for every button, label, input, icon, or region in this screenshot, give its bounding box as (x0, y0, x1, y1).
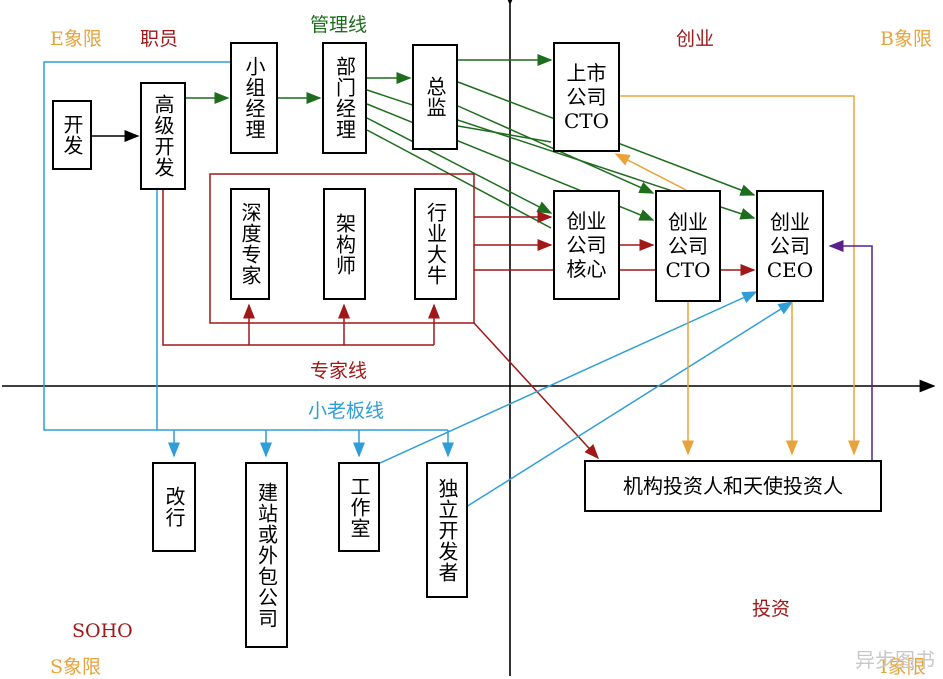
node-industry-expert: 行业大牛 (414, 188, 457, 300)
expert-line-label: 专家线 (310, 360, 368, 382)
startup-label: 创业 (676, 28, 715, 50)
node-startup-core: 创业公司核心 (553, 190, 620, 300)
investor-line-arrows (614, 95, 860, 456)
node-studio: 工作室 (338, 462, 380, 552)
quadrant-label-e: E象限 (50, 28, 102, 50)
node-startup-ceo: 创业公司CEO (756, 190, 824, 302)
boss-line-arrows (43, 61, 794, 508)
investor-to-ceo-arrow (828, 240, 873, 460)
node-investors: 机构投资人和天使投资人 (584, 460, 882, 512)
node-listed-cto: 上市公司CTO (553, 42, 620, 152)
node-startup-cto: 创业公司CTO (655, 190, 721, 302)
node-career-change: 改行 (152, 462, 196, 552)
node-deep-expert: 深度专家 (230, 188, 270, 300)
employee-label: 职员 (140, 28, 179, 50)
quadrant-label-s: S象限 (50, 656, 102, 678)
node-dev: 开发 (52, 100, 92, 170)
boss-line-label: 小老板线 (308, 400, 385, 422)
soho-label: SOHO (72, 620, 133, 642)
watermark: 异步图书 (855, 648, 935, 672)
node-team-manager: 小组经理 (230, 42, 278, 154)
node-outsourcing: 建站或外包公司 (245, 462, 288, 648)
quadrant-label-i: I象限 (880, 656, 926, 678)
quadrant-label-b: B象限 (880, 28, 932, 50)
investment-label: 投资 (752, 598, 791, 620)
node-indie-dev: 独立开发者 (426, 462, 468, 598)
node-dept-manager: 部门经理 (322, 42, 367, 154)
node-director: 总监 (412, 44, 458, 150)
node-architect: 架构师 (323, 188, 366, 300)
management-line-label: 管理线 (310, 14, 368, 36)
node-senior-dev: 高级开发 (140, 82, 186, 190)
